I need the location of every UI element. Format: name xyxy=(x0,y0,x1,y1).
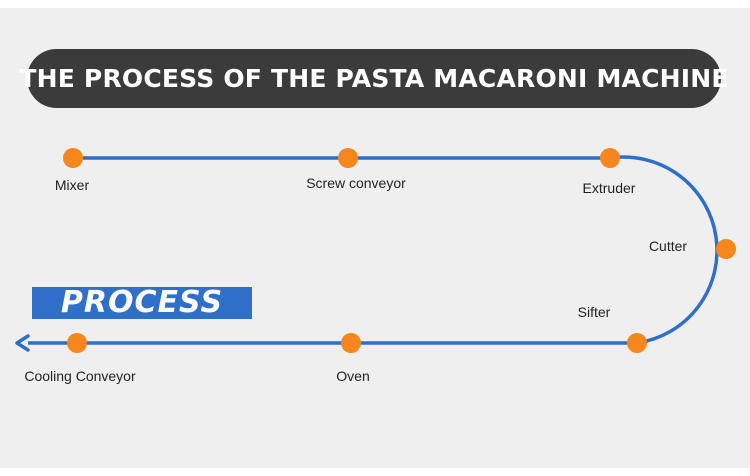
node-oven xyxy=(341,333,361,353)
label-cooling-conveyor: Cooling Conveyor xyxy=(24,368,136,384)
label-screw-conveyor: Screw conveyor xyxy=(306,175,406,191)
title-banner: THE PROCESS OF THE PASTA MACARONI MACHIN… xyxy=(19,49,728,108)
flow-nodes xyxy=(63,148,736,353)
label-oven: Oven xyxy=(336,368,370,384)
label-extruder: Extruder xyxy=(582,180,636,196)
flow-arrowhead-icon xyxy=(15,334,30,352)
flow-line xyxy=(28,155,719,345)
label-cutter: Cutter xyxy=(648,238,688,254)
node-mixer xyxy=(63,148,83,168)
diagram-title: THE PROCESS OF THE PASTA MACARONI MACHIN… xyxy=(19,64,729,93)
node-extruder xyxy=(600,148,620,168)
node-sifter xyxy=(627,333,647,353)
node-cutter xyxy=(716,239,736,259)
process-badge-text: PROCESS xyxy=(60,287,224,319)
node-screw-conveyor xyxy=(338,148,358,168)
label-mixer: Mixer xyxy=(54,177,90,193)
process-badge: PROCESS xyxy=(32,287,252,319)
node-cooling-conveyor xyxy=(67,333,87,353)
label-sifter: Sifter xyxy=(577,304,611,320)
